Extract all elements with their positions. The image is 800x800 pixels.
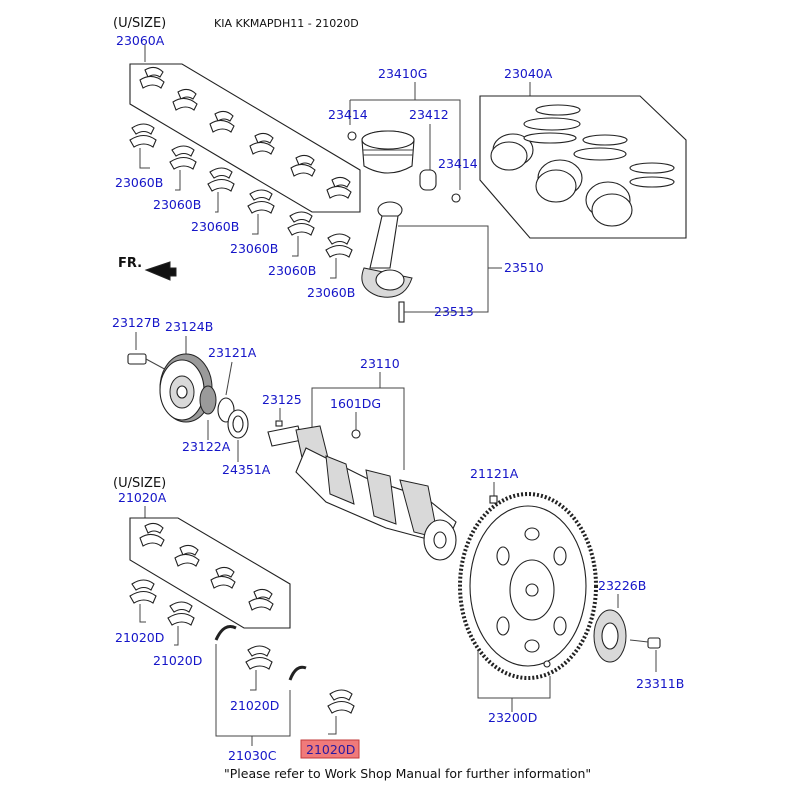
piston [347, 130, 461, 203]
part-23414-right[interactable]: 23414 [438, 156, 478, 171]
part-23060B-1[interactable]: 23060B [115, 175, 163, 190]
part-21020D-2[interactable]: 21020D [153, 653, 202, 668]
part-23060B-2[interactable]: 23060B [153, 197, 201, 212]
part-21030C[interactable]: 21030C [228, 748, 277, 763]
part-23060B-3[interactable]: 23060B [191, 219, 239, 234]
lower-bearing-panel [129, 517, 291, 629]
part-23510[interactable]: 23510 [504, 260, 544, 275]
part-23414-left[interactable]: 23414 [328, 107, 368, 122]
part-1601DG[interactable]: 1601DG [330, 396, 381, 411]
adapter-plate [593, 609, 661, 663]
part-23410G[interactable]: 23410G [378, 66, 427, 81]
front-arrow-icon [144, 261, 177, 281]
part-21020D-selected[interactable]: 21020D [306, 742, 355, 757]
crankshaft [267, 420, 457, 561]
upper-bearing-panel [129, 45, 361, 213]
part-21020D-3[interactable]: 21020D [230, 698, 279, 713]
front-direction-label: FR. [118, 256, 142, 271]
part-23060B-4[interactable]: 23060B [230, 241, 278, 256]
size-label: (U/SIZE) [113, 16, 166, 31]
selected-part-highlight [300, 739, 360, 759]
bearing-23060B-group [129, 123, 353, 279]
model-code: KIA KKMAPDH11 - 21020D [214, 17, 359, 30]
lower-size-label: (U/SIZE) [113, 476, 166, 491]
part-23513[interactable]: 23513 [434, 304, 474, 319]
thrust-washers [214, 625, 307, 681]
footer-note: "Please refer to Work Shop Manual for fu… [224, 766, 591, 781]
part-24351A[interactable]: 24351A [222, 462, 271, 477]
part-23121A[interactable]: 23121A [208, 345, 257, 360]
bearing-21020D-group [129, 579, 355, 735]
part-23060A[interactable]: 23060A [116, 33, 165, 48]
part-23124B[interactable]: 23124B [165, 319, 213, 334]
part-23125[interactable]: 23125 [262, 392, 302, 407]
part-23060B-5[interactable]: 23060B [268, 263, 316, 278]
part-23200D[interactable]: 23200D [488, 710, 537, 725]
part-23311B[interactable]: 23311B [636, 676, 684, 691]
part-23122A[interactable]: 23122A [182, 439, 231, 454]
connecting-rod [361, 201, 413, 323]
part-23060B-6[interactable]: 23060B [307, 285, 355, 300]
part-23226B[interactable]: 23226B [598, 578, 646, 593]
part-21020D-1[interactable]: 21020D [115, 630, 164, 645]
part-21121A[interactable]: 21121A [470, 466, 519, 481]
piston-rings [479, 95, 687, 239]
part-23040A[interactable]: 23040A [504, 66, 553, 81]
crank-pulley [127, 353, 249, 439]
part-21020A[interactable]: 21020A [118, 490, 167, 505]
part-23412[interactable]: 23412 [409, 107, 449, 122]
dowel-pin [489, 495, 498, 504]
drive-plate [458, 492, 598, 680]
part-23110[interactable]: 23110 [360, 356, 400, 371]
part-23127B[interactable]: 23127B [112, 315, 160, 330]
